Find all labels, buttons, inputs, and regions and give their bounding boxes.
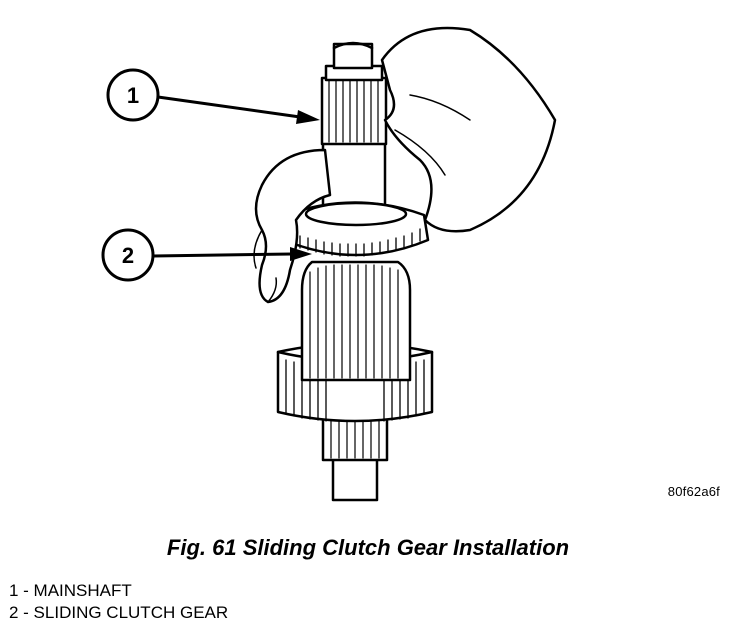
callout-2-number: 2	[122, 243, 134, 268]
image-code: 80f62a6f	[667, 484, 720, 499]
callout-2: 2	[101, 228, 312, 282]
figure-caption: Fig. 61 Sliding Clutch Gear Installation	[166, 535, 570, 560]
legend-item-sliding-clutch-gear: 2 - SLIDING CLUTCH GEAR	[9, 603, 229, 622]
legend: 1 - MAINSHAFT 2 - SLIDING CLUTCH GEAR	[9, 580, 228, 624]
splined-shaft-section	[300, 260, 412, 382]
upper-splined-shaft	[320, 41, 388, 146]
lower-splined-hub	[321, 413, 389, 462]
technician-hand	[253, 26, 557, 304]
shaft-bottom	[331, 453, 379, 502]
legend-item-mainshaft: 1 - MAINSHAFT	[9, 581, 132, 600]
callout-1: 1	[106, 68, 320, 124]
sliding-clutch-gear	[282, 201, 430, 257]
callout-1-number: 1	[127, 83, 139, 108]
mainshaft-illustration: 1 2	[101, 26, 557, 502]
